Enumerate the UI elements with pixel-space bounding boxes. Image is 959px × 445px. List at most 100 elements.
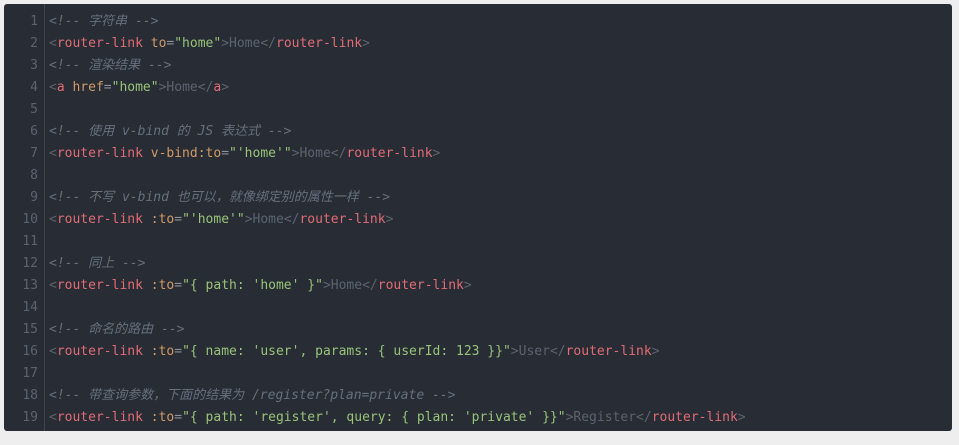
token-punct: >	[651, 344, 660, 359]
line-number: 13	[22, 278, 38, 293]
token-eq: =	[103, 80, 112, 95]
code-text: <!-- 使用 v-bind 的 JS 表达式 -->	[49, 121, 291, 143]
code-line: 6<!-- 使用 v-bind 的 JS 表达式 -->	[4, 121, 952, 143]
token-text	[143, 344, 151, 359]
code-text: <router-link :to="'home'">Home</router-l…	[49, 209, 393, 231]
code-line: 14	[4, 297, 952, 319]
line-number: 12	[22, 256, 38, 271]
line-number: 14	[22, 300, 38, 315]
token-punct: </	[549, 344, 566, 359]
token-punct: <	[49, 344, 57, 359]
token-punct: >	[221, 80, 230, 95]
code-text: <!-- 字符串 -->	[49, 11, 158, 33]
token-text	[143, 278, 151, 293]
token-attr: href	[72, 80, 104, 95]
token-attr: :to	[150, 344, 175, 359]
token-eq: =	[174, 344, 183, 359]
code-line: 1 <!-- 字符串 -->	[4, 11, 952, 33]
token-tag: router-link	[56, 410, 143, 425]
token-comment: <!-- 命名的路由 -->	[49, 322, 185, 337]
code-line: 4<a href="home">Home</a>	[4, 77, 952, 99]
token-str: "'home'"	[182, 212, 245, 227]
token-attr: :to	[150, 410, 175, 425]
code-text: <!-- 同上 -->	[49, 253, 145, 275]
token-text: User	[518, 344, 550, 359]
token-text: Home	[252, 212, 284, 227]
code-line: 8	[4, 165, 952, 187]
code-text: <router-link v-bind:to="'home'">Home</ro…	[49, 143, 440, 165]
token-tag: router-link	[56, 212, 143, 227]
code-text: <!-- 带查询参数，下面的结果为 /register?plan=private…	[49, 385, 455, 407]
token-punct: >	[291, 146, 300, 161]
line-number: 18	[22, 388, 38, 403]
token-text: Home	[299, 146, 331, 161]
token-comment: <!-- 不写 v-bind 也可以，就像绑定别的属性一样 -->	[49, 190, 391, 205]
line-number: 8	[30, 168, 38, 183]
code-line: 19 <router-link :to="{ path: 'register', …	[4, 407, 952, 429]
code-line: 13 <router-link :to="{ path: 'home' }">Ho…	[4, 275, 952, 297]
line-number-gutter	[4, 4, 45, 431]
token-text: Home	[330, 278, 363, 293]
code-line: 9<!-- 不写 v-bind 也可以，就像绑定别的属性一样 -->	[4, 187, 952, 209]
line-number: 17	[22, 366, 38, 381]
token-punct: >	[510, 344, 519, 359]
token-punct: <	[49, 146, 57, 161]
token-punct: <	[49, 80, 57, 95]
token-str: "home"	[174, 36, 222, 51]
token-comment: <!-- 使用 v-bind 的 JS 表达式 -->	[49, 124, 292, 139]
token-comment: <!-- 字符串 -->	[49, 14, 159, 29]
token-comment: <!-- 渲染结果 -->	[49, 58, 172, 73]
line-number: 4	[30, 80, 38, 95]
line-number: 5	[30, 102, 38, 117]
line-number: 2	[30, 36, 38, 51]
code-text: <router-link :to="{ path: 'home' }">Home…	[49, 275, 472, 297]
token-punct: </	[197, 80, 214, 95]
token-punct: </	[283, 212, 300, 227]
code-text: <!-- 命名的路由 -->	[49, 319, 184, 341]
token-attr: :to	[150, 278, 175, 293]
token-punct: >	[158, 80, 167, 95]
token-tag: router-link	[276, 36, 363, 51]
token-eq: =	[174, 410, 183, 425]
line-number: 1	[30, 14, 38, 29]
token-attr: :to	[150, 212, 175, 227]
code-line: 17	[4, 363, 952, 385]
token-punct: >	[322, 278, 331, 293]
token-text: Home	[166, 80, 198, 95]
code-text: <router-link :to="{ name: 'user', params…	[49, 341, 660, 363]
line-number: 16	[22, 344, 38, 359]
token-comment: <!-- 带查询参数，下面的结果为 /register?plan=private…	[49, 388, 456, 403]
token-text	[143, 146, 151, 161]
line-number: 19	[22, 410, 38, 425]
token-text	[143, 36, 151, 51]
code-line: 11	[4, 231, 952, 253]
token-attr: to	[150, 36, 167, 51]
code-block: 1<!-- 字符串 -->2<router-link to="home">Hom…	[4, 4, 952, 431]
token-punct: >	[221, 36, 230, 51]
code-line: 15<!-- 命名的路由 -->	[4, 319, 952, 341]
code-line: 16 <router-link :to="{ name: 'user', para…	[4, 341, 952, 363]
code-line: 2<router-link to="home">Home</router-lin…	[4, 33, 952, 55]
token-tag: a	[213, 80, 222, 95]
token-tag: a	[56, 80, 65, 95]
token-tag: router-link	[56, 278, 143, 293]
token-tag: router-link	[377, 278, 464, 293]
token-punct: </	[260, 36, 276, 51]
code-text: <a href="home">Home</a>	[49, 77, 229, 99]
code-line: 10<router-link :to="'home'">Home</router…	[4, 209, 952, 231]
token-text	[143, 410, 151, 425]
code-text: <router-link :to="{ path: 'register', qu…	[49, 407, 746, 429]
code-text: <!-- 不写 v-bind 也可以，就像绑定别的属性一样 -->	[49, 187, 390, 209]
token-tag: router-link	[56, 36, 143, 51]
token-tag: router-link	[56, 344, 143, 359]
code-line: 5	[4, 99, 952, 121]
token-attr: v-bind:to	[150, 146, 222, 161]
token-punct: >	[362, 36, 370, 51]
token-punct: </	[330, 146, 347, 161]
token-eq: =	[174, 278, 183, 293]
token-tag: router-link	[56, 146, 143, 161]
code-lines[interactable]: 1<!-- 字符串 -->2<router-link to="home">Hom…	[4, 11, 952, 429]
token-tag: router-link	[346, 146, 433, 161]
token-punct: >	[432, 146, 441, 161]
token-tag: router-link	[565, 344, 652, 359]
